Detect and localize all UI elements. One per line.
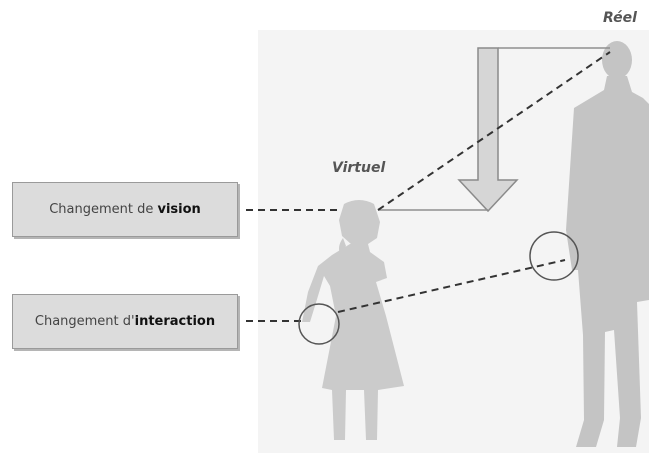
- interaction-box-emphasis: interaction: [134, 314, 216, 329]
- child-hand-circle: [298, 303, 340, 345]
- interaction-box-prefix: Changement d': [34, 314, 135, 329]
- vision-box-prefix: Changement de: [49, 202, 158, 217]
- adult-silhouette: [566, 41, 649, 447]
- virtual-label: Virtuel: [332, 160, 386, 176]
- vision-box-emphasis: vision: [157, 202, 201, 217]
- child-silhouette: [302, 200, 404, 440]
- height-bracket: [378, 47, 610, 211]
- adult-hand-circle: [529, 231, 579, 281]
- scale-arrow: [457, 47, 519, 213]
- interaction-change-box: Changement d'interaction: [12, 294, 238, 349]
- real-label: Réel: [603, 10, 637, 26]
- dashed-connectors: [246, 51, 611, 322]
- vision-change-box: Changement de vision: [12, 182, 238, 237]
- interaction-projection-line: [337, 259, 566, 313]
- vision-projection-line: [377, 51, 611, 211]
